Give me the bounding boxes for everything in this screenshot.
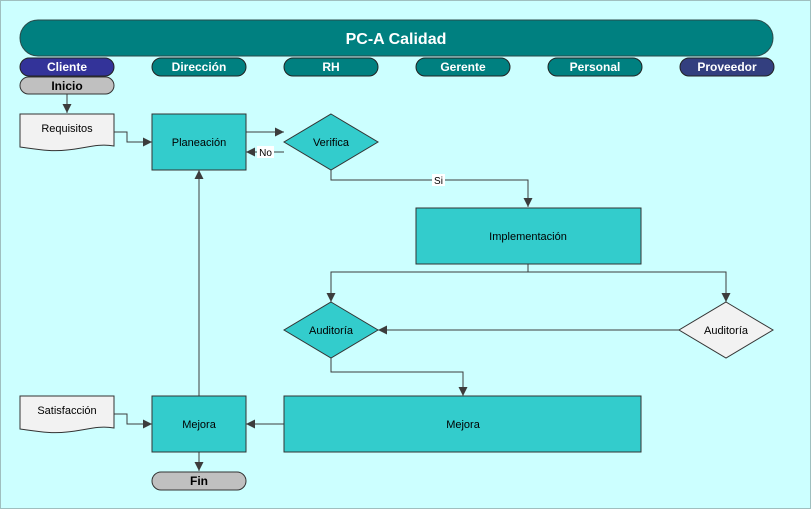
edge-requisitos-planeacion xyxy=(114,131,152,147)
node-verifica: Verifica xyxy=(283,113,379,171)
node-mejora-left: Mejora xyxy=(151,395,247,453)
lane-headers: Cliente Dirección RH Gerente Personal Pr… xyxy=(19,57,775,77)
svg-text:RH: RH xyxy=(322,60,339,74)
node-auditoria-right: Auditoría xyxy=(678,301,774,359)
lane-cliente: Cliente xyxy=(19,57,115,77)
svg-text:Cliente: Cliente xyxy=(47,60,87,74)
svg-text:Satisfacción: Satisfacción xyxy=(37,405,96,417)
lane-gerente: Gerente xyxy=(415,57,511,77)
svg-text:Fin: Fin xyxy=(190,474,208,488)
diagram-title: PC-A Calidad xyxy=(346,31,447,48)
node-fin: Fin xyxy=(151,471,247,491)
node-implementacion: Implementación xyxy=(415,207,642,265)
edge-label-no: No xyxy=(257,146,274,159)
node-planeacion: Planeación xyxy=(151,113,247,171)
title-bar: PC-A Calidad xyxy=(19,19,774,57)
svg-text:Implementación: Implementación xyxy=(489,231,567,243)
svg-text:No: No xyxy=(259,148,272,159)
svg-text:Dirección: Dirección xyxy=(172,60,227,74)
svg-text:Gerente: Gerente xyxy=(440,60,486,74)
lane-proveedor: Proveedor xyxy=(679,57,775,77)
node-mejora-right: Mejora xyxy=(283,395,642,453)
edge-satisfaccion-mejora xyxy=(114,413,152,429)
svg-text:Requisitos: Requisitos xyxy=(41,123,93,135)
node-satisfaccion: Satisfacción xyxy=(19,395,115,434)
svg-text:Si: Si xyxy=(434,176,443,187)
lane-direccion: Dirección xyxy=(151,57,247,77)
svg-text:Mejora: Mejora xyxy=(446,419,481,431)
svg-text:Mejora: Mejora xyxy=(182,419,217,431)
edge-label-si: Si xyxy=(432,174,445,187)
svg-text:Verifica: Verifica xyxy=(313,137,350,149)
svg-text:Inicio: Inicio xyxy=(51,79,82,93)
node-auditoria-left: Auditoría xyxy=(283,301,379,359)
svg-text:Personal: Personal xyxy=(570,60,621,74)
edge-implementacion-auditoria-left xyxy=(326,264,529,302)
svg-text:Auditoría: Auditoría xyxy=(309,325,354,337)
node-requisitos: Requisitos xyxy=(19,113,115,152)
lane-personal: Personal xyxy=(547,57,643,77)
edge-implementacion-auditoria-right xyxy=(528,271,731,302)
node-inicio: Inicio xyxy=(19,76,115,95)
svg-text:Planeación: Planeación xyxy=(172,137,226,149)
svg-text:Auditoría: Auditoría xyxy=(704,325,749,337)
edge-auditoria-left-mejora-right xyxy=(330,358,468,396)
lane-rh: RH xyxy=(283,57,379,77)
edge-verifica-si-implementacion xyxy=(330,170,533,207)
svg-text:Proveedor: Proveedor xyxy=(697,60,757,74)
